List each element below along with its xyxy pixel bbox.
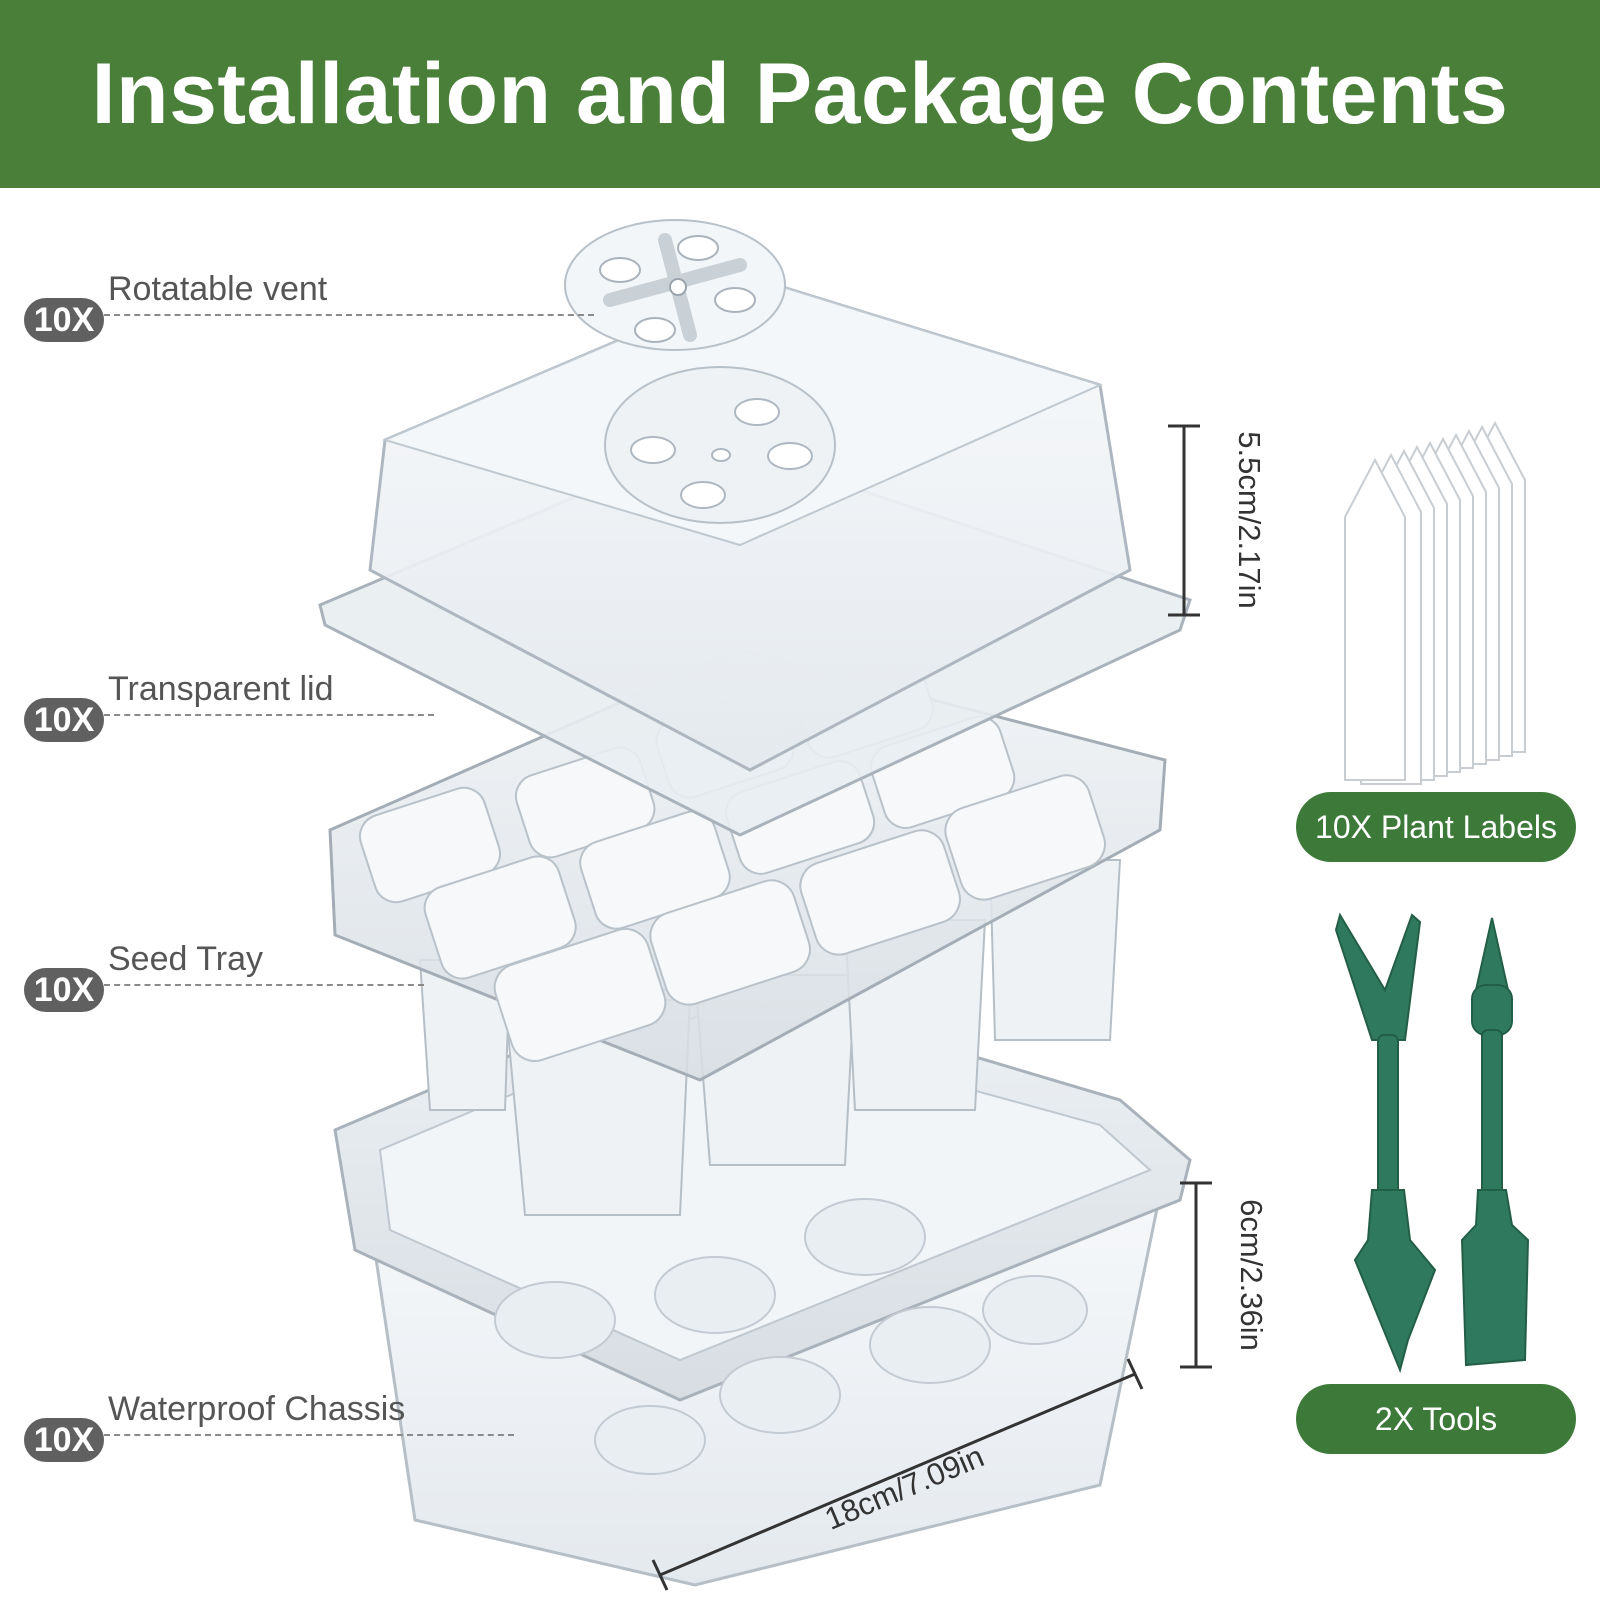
leader-line: [104, 984, 424, 986]
transparent-lid: [318, 278, 1192, 837]
page-title: Installation and Package Contents: [91, 45, 1509, 142]
transplant-fork-tool: [1334, 912, 1437, 1374]
plant-labels: [1344, 420, 1526, 785]
tools-badge: 2X Tools: [1296, 1384, 1576, 1454]
callout-label: Waterproof Chassis: [108, 1390, 406, 1428]
quantity-badge: 10X: [24, 1418, 104, 1462]
product-illustration: [318, 219, 1530, 1591]
callout-label: Rotatable vent: [108, 270, 328, 308]
quantity-badge: 10X: [24, 968, 104, 1012]
callout-transparent-lid: 10X Transparent lid: [24, 670, 584, 750]
base-height-dimension: 6cm/2.36in: [1233, 1199, 1269, 1351]
callout-label: Transparent lid: [108, 670, 334, 708]
quantity-badge: 10X: [24, 698, 104, 742]
leader-line: [104, 314, 594, 316]
callout-seed-tray: 10X Seed Tray: [24, 940, 584, 1020]
dimension-lines: [651, 424, 1212, 1591]
leader-line: [104, 1434, 514, 1436]
callout-waterproof-chassis: 10X Waterproof Chassis: [24, 1390, 584, 1470]
rotatable-vent: [564, 219, 786, 351]
leader-line: [104, 714, 434, 716]
plant-labels-badge: 10X Plant Labels: [1296, 792, 1576, 862]
header-banner: [0, 0, 1600, 188]
callout-rotatable-vent: 10X Rotatable vent: [24, 270, 594, 350]
quantity-badge: 10X: [24, 298, 104, 342]
lid-height-dimension: 5.5cm/2.17in: [1231, 431, 1267, 609]
callout-label: Seed Tray: [108, 940, 263, 978]
dibber-scoop-tool: [1460, 917, 1530, 1367]
